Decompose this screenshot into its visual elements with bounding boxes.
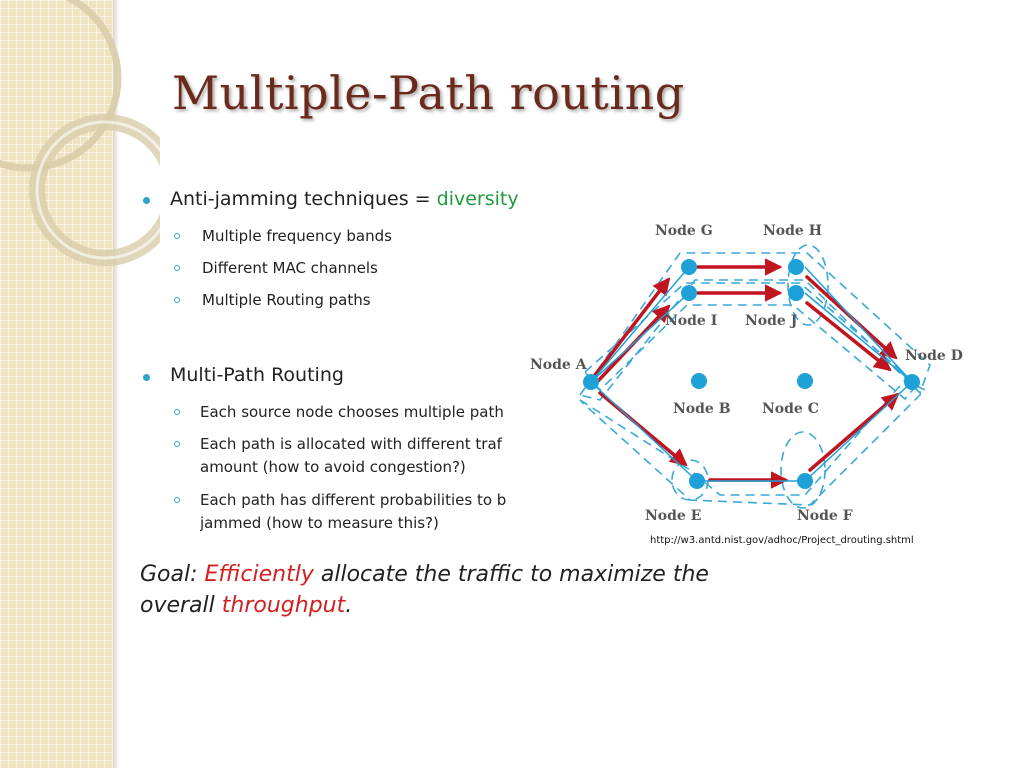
goal-text-line2: overall — [140, 593, 215, 618]
link-h-d — [804, 266, 913, 383]
sub-item-multiple-paths: Each source node chooses multiple path — [200, 403, 504, 421]
links — [590, 266, 913, 482]
sub-bullet-ring — [174, 233, 180, 239]
dashed-node-hj-ring — [787, 244, 829, 326]
goal-period: . — [345, 593, 353, 618]
node-d-dot — [904, 374, 920, 390]
sub-bullet-ring — [174, 265, 180, 271]
sub-item-frequency-bands: Multiple frequency bands — [202, 227, 392, 245]
path-outlines — [578, 244, 931, 509]
dashed-node-f-ring — [780, 431, 826, 509]
sub-bullet-ring — [174, 497, 180, 503]
node-f-dot — [797, 473, 813, 489]
source-url: http://w3.antd.nist.gov/adhoc/Project_dr… — [650, 535, 914, 546]
nodes — [583, 259, 920, 489]
multipath-network-diagram: Node A Node B Node C Node D Node E Node … — [530, 223, 963, 524]
highlight-diversity: diversity — [436, 188, 519, 210]
bullet-dot — [143, 197, 150, 204]
sub-item-traffic-allocation-cont: amount (how to avoid congestion?) — [200, 458, 466, 476]
dashed-node-e-ring — [671, 459, 709, 501]
sub-bullet-ring — [174, 297, 180, 303]
node-c-label: Node C — [762, 401, 819, 417]
side-band-shadow — [113, 0, 119, 768]
sub-bullet-ring — [174, 441, 180, 447]
goal-statement: Goal: Efficiently allocate the traffic t… — [140, 559, 840, 621]
sub-item-mac-channels: Different MAC channels — [202, 259, 378, 277]
node-j-label: Node J — [745, 313, 798, 329]
bullet-multi-path-routing: Multi-Path Routing — [170, 364, 344, 386]
node-f-label: Node F — [797, 508, 853, 524]
link-j-d — [804, 292, 913, 383]
node-e-dot — [689, 473, 705, 489]
node-j-dot — [788, 285, 804, 301]
node-b-dot — [691, 373, 707, 389]
node-g-dot — [681, 259, 697, 275]
goal-emphasis-throughput: throughput — [221, 593, 346, 618]
dashed-path-upper-inner — [583, 282, 919, 401]
sub-item-jam-probability-cont: jammed (how to measure this?) — [200, 514, 439, 532]
goal-emphasis-efficiently: Efficiently — [204, 562, 314, 587]
sub-item-routing-paths: Multiple Routing paths — [202, 291, 371, 309]
goal-text: allocate the traffic to maximize the — [320, 562, 709, 587]
node-a-dot — [583, 374, 599, 390]
arrow-j-to-d — [805, 301, 892, 372]
route-arrows — [593, 258, 900, 489]
node-i-label: Node I — [665, 313, 717, 329]
sub-item-jam-probability: Each path has different probabilities to… — [200, 491, 507, 509]
bullet-dot — [143, 374, 150, 381]
link-f-d — [804, 381, 913, 482]
node-d-label: Node D — [905, 348, 963, 364]
arrow-a-to-g — [593, 277, 671, 377]
node-e-label: Node E — [645, 508, 701, 524]
node-h-label: Node H — [763, 223, 822, 239]
node-h-dot — [788, 259, 804, 275]
arrow-a-to-e — [598, 391, 688, 467]
node-i-dot — [681, 285, 697, 301]
link-a-i — [590, 292, 690, 383]
bullet-anti-jamming: Anti-jamming techniques = diversity — [170, 188, 519, 210]
node-b-label: Node B — [673, 401, 731, 417]
sub-bullet-ring — [174, 409, 180, 415]
link-a-e — [590, 381, 698, 482]
bullet-text: Anti-jamming techniques = — [170, 188, 431, 210]
sub-item-traffic-allocation: Each path is allocated with different tr… — [200, 435, 502, 453]
decorative-circles — [0, 0, 160, 266]
dashed-path-lower — [579, 379, 927, 506]
node-c-dot — [797, 373, 813, 389]
slide-title: Multiple-Path routing — [172, 66, 685, 120]
arrow-f-to-d — [808, 392, 900, 472]
goal-label: Goal: — [140, 562, 198, 587]
link-a-g — [590, 266, 690, 383]
node-g-label: Node G — [655, 223, 713, 239]
node-a-label: Node A — [530, 357, 588, 373]
